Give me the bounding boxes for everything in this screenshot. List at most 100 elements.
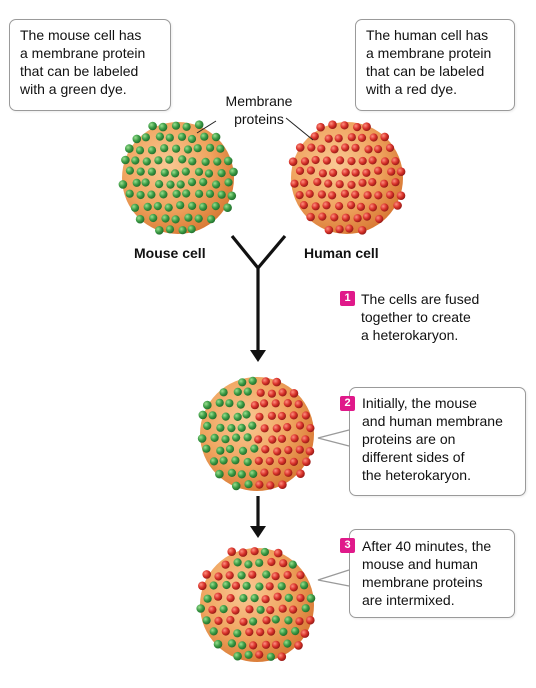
- membrane-protein: [159, 190, 168, 199]
- membrane-protein: [271, 399, 280, 408]
- membrane-protein: [244, 560, 253, 569]
- membrane-protein: [250, 594, 259, 603]
- membrane-protein: [176, 180, 185, 189]
- membrane-protein: [165, 133, 174, 142]
- membrane-protein: [249, 469, 258, 478]
- membrane-protein: [245, 605, 254, 614]
- membrane-protein: [341, 168, 350, 177]
- membrane-protein: [223, 156, 233, 166]
- step3-pointer: [317, 569, 350, 587]
- membrane-protein: [171, 121, 181, 130]
- mouse-cell: [118, 120, 238, 235]
- membrane-protein: [238, 641, 247, 650]
- membrane-protein: [283, 570, 292, 580]
- membrane-protein: [227, 639, 236, 648]
- membrane-protein: [267, 627, 276, 636]
- membrane-protein: [248, 570, 257, 579]
- membrane-protein: [149, 213, 158, 223]
- membrane-protein: [226, 594, 235, 603]
- membrane-protein: [211, 202, 220, 211]
- membrane-protein: [260, 399, 269, 408]
- membrane-protein: [196, 604, 205, 613]
- membrane-protein: [203, 421, 212, 430]
- membrane-protein: [295, 617, 304, 626]
- membrane-protein: [369, 133, 378, 142]
- membrane-protein: [300, 157, 310, 166]
- step2-badge: 2: [340, 396, 355, 411]
- membrane-protein: [158, 122, 168, 132]
- membrane-protein: [260, 547, 269, 557]
- membrane-protein: [284, 616, 293, 625]
- membrane-protein: [347, 157, 356, 166]
- membrane-protein: [335, 225, 344, 234]
- membrane-protein: [289, 457, 298, 466]
- membrane-protein: [155, 132, 164, 141]
- membrane-protein: [380, 157, 390, 166]
- mouse-cell-callout: The mouse cell has a membrane protein th…: [9, 19, 171, 111]
- membrane-protein: [213, 157, 222, 166]
- membrane-protein: [306, 212, 315, 222]
- membrane-protein: [147, 167, 156, 176]
- membrane-protein: [147, 190, 156, 199]
- membrane-protein: [311, 202, 320, 211]
- membrane-protein: [207, 215, 216, 224]
- membrane-protein: [324, 134, 333, 143]
- membrane-protein: [290, 179, 299, 188]
- membrane-proteins-label: Membrane proteins: [225, 93, 293, 127]
- membrane-protein: [374, 145, 383, 154]
- membrane-protein: [221, 412, 230, 421]
- membrane-protein: [380, 132, 390, 142]
- membrane-protein: [187, 134, 197, 144]
- membrane-protein: [300, 629, 310, 638]
- membrane-protein: [328, 191, 337, 200]
- membrane-protein: [363, 191, 372, 200]
- membrane-protein: [233, 412, 242, 421]
- membrane-protein: [289, 389, 299, 398]
- membrane-protein: [121, 155, 130, 165]
- membrane-protein: [198, 581, 207, 591]
- membrane-protein: [268, 435, 277, 444]
- membrane-protein: [368, 156, 377, 165]
- membrane-protein: [238, 548, 248, 557]
- membrane-protein: [188, 201, 197, 210]
- membrane-protein: [279, 627, 288, 637]
- human-cell-callout: The human cell has a membrane protein th…: [355, 19, 515, 111]
- membrane-protein: [233, 629, 242, 638]
- membrane-protein: [368, 203, 377, 212]
- membrane-protein: [130, 203, 140, 212]
- membrane-protein: [132, 178, 141, 187]
- membrane-protein: [284, 593, 293, 603]
- membrane-protein: [374, 166, 383, 175]
- membrane-protein: [171, 169, 180, 178]
- membrane-protein: [182, 122, 191, 131]
- membrane-protein: [238, 378, 247, 387]
- membrane-protein: [254, 456, 263, 465]
- membrane-protein: [284, 468, 293, 477]
- membrane-protein: [260, 468, 269, 477]
- membrane-protein: [233, 651, 242, 661]
- membrane-protein: [296, 469, 305, 479]
- membrane-protein: [210, 433, 219, 442]
- membrane-protein: [278, 480, 287, 490]
- membrane-protein: [266, 606, 275, 615]
- membrane-protein: [356, 202, 365, 211]
- membrane-protein: [204, 169, 214, 178]
- membrane-protein: [197, 434, 207, 443]
- step1-text: The cells are fused together to create a…: [361, 291, 480, 343]
- membrane-protein: [142, 157, 151, 166]
- membrane-protein: [310, 132, 319, 141]
- membrane-protein: [125, 189, 134, 198]
- membrane-protein: [364, 145, 373, 154]
- membrane-protein: [243, 457, 252, 467]
- membrane-protein: [351, 168, 360, 177]
- membrane-protein: [231, 606, 240, 615]
- membrane-protein: [203, 594, 212, 603]
- membrane-protein: [217, 190, 226, 199]
- membrane-protein: [387, 167, 396, 176]
- membrane-protein: [135, 214, 145, 224]
- membrane-protein: [132, 134, 142, 144]
- membrane-protein: [273, 447, 282, 456]
- membrane-protein: [295, 143, 305, 152]
- membrane-protein: [294, 641, 303, 650]
- membrane-protein: [353, 123, 362, 132]
